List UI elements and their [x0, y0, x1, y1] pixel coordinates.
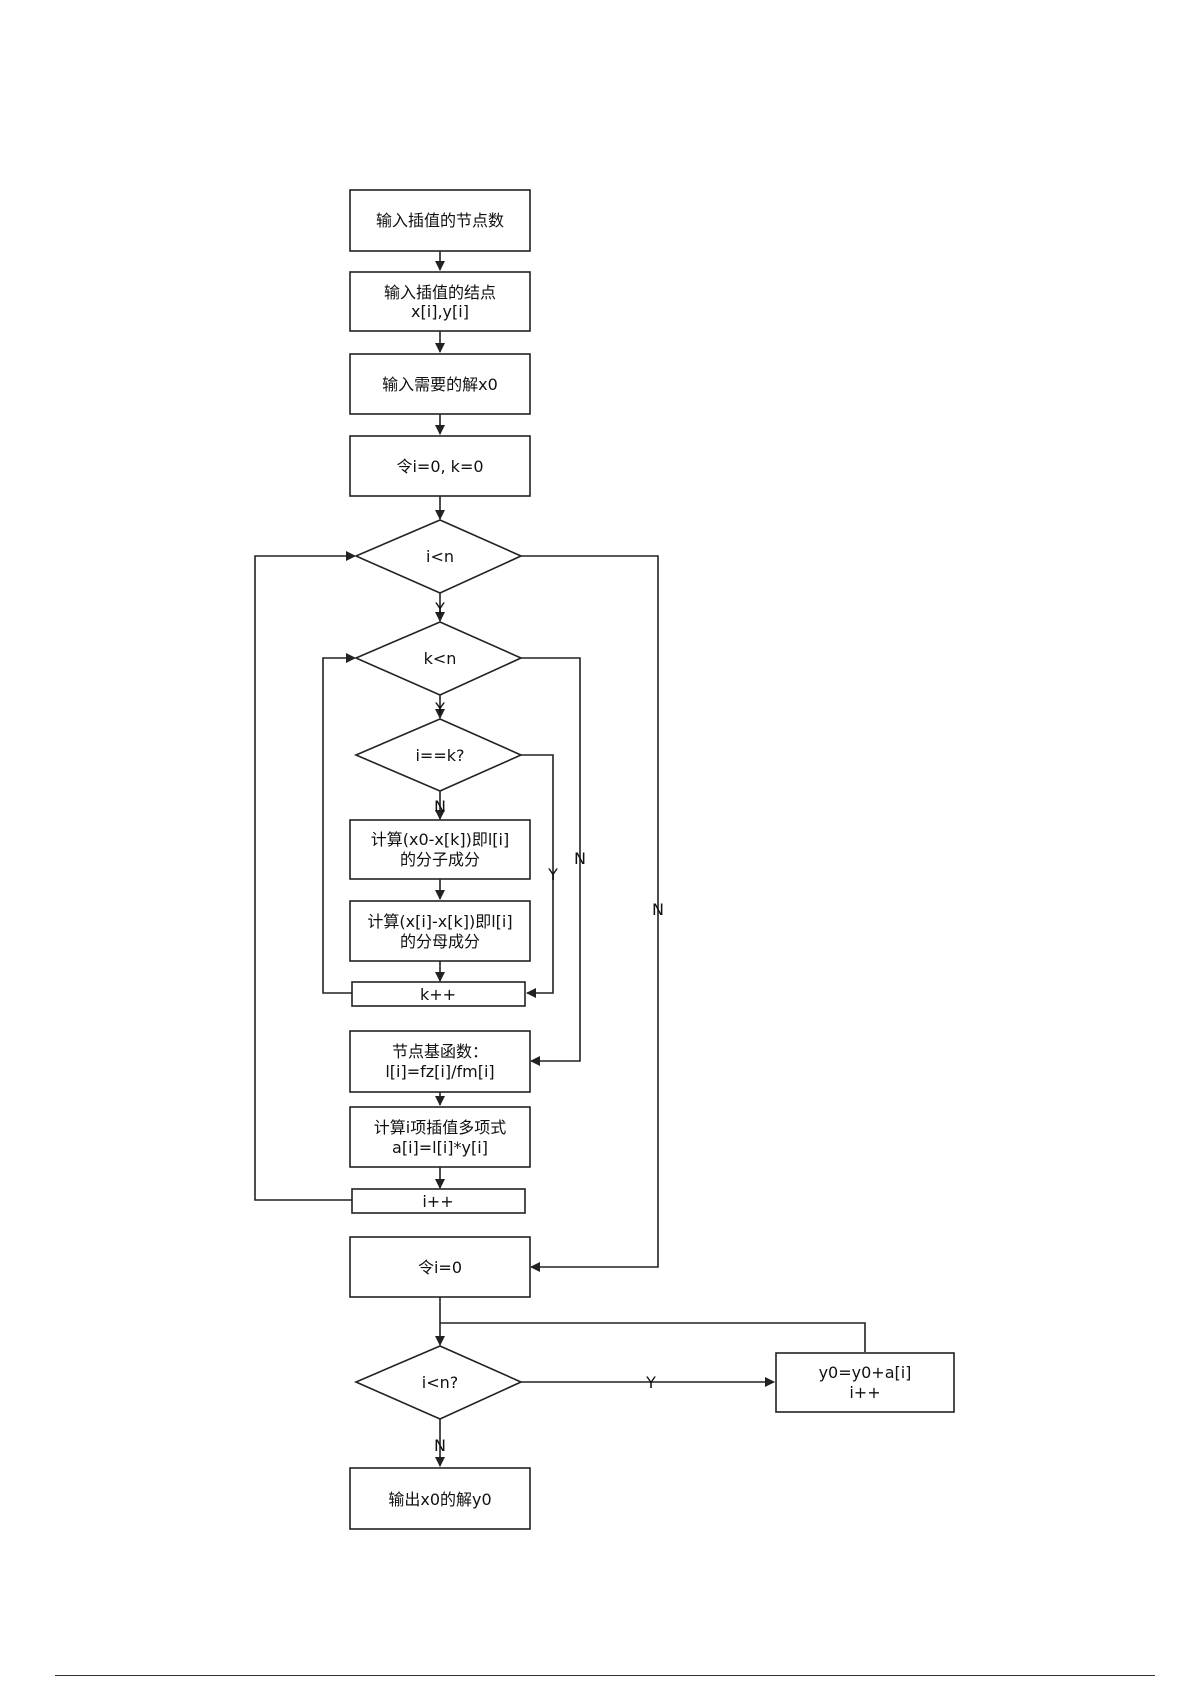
node-accumulate-line1: y0=y0+a[i] — [819, 1363, 912, 1382]
decision-i-lt-n-2: i<n? — [356, 1346, 521, 1419]
node-output: 输出x0的解y0 — [350, 1468, 530, 1529]
node-calc-denominator-line1: 计算(x[i]-x[k])即l[i] — [367, 912, 512, 931]
node-init-ik-label: 令i=0, k=0 — [396, 457, 483, 476]
edge-accumulate-loop-back — [440, 1323, 865, 1352]
node-basis-function: 节点基函数： l[i]=fz[i]/fm[i] — [350, 1031, 530, 1092]
label-i-lt-n-2-no: N — [434, 1436, 446, 1455]
node-reset-i: 令i=0 — [350, 1237, 530, 1297]
decision-k-lt-n: k<n — [356, 622, 521, 695]
decision-i-lt-n-label: i<n — [426, 547, 454, 566]
label-i-eq-k-yes: Y — [547, 865, 558, 884]
node-basis-function-line1: 节点基函数： — [392, 1042, 488, 1061]
node-calc-denominator-line2: 的分母成分 — [400, 932, 480, 951]
node-inc-i: i++ — [352, 1189, 525, 1213]
node-basis-function-line2: l[i]=fz[i]/fm[i] — [385, 1062, 494, 1081]
page-footer-rule — [55, 1675, 1155, 1676]
label-k-lt-n-no: N — [574, 849, 586, 868]
connectors — [255, 251, 865, 1466]
node-input-count-label: 输入插值的节点数 — [376, 211, 504, 230]
node-inc-k: k++ — [352, 982, 525, 1006]
node-input-x0-label: 输入需要的解x0 — [382, 375, 498, 394]
node-calc-numerator-line2: 的分子成分 — [400, 850, 480, 869]
node-output-label: 输出x0的解y0 — [388, 1490, 491, 1509]
node-input-nodes-line2: x[i],y[i] — [411, 302, 469, 321]
node-input-nodes: 输入插值的结点 x[i],y[i] — [350, 272, 530, 331]
label-i-lt-n-no: N — [652, 900, 664, 919]
node-calc-denominator: 计算(x[i]-x[k])即l[i] 的分母成分 — [350, 901, 530, 961]
node-inc-k-label: k++ — [420, 985, 456, 1004]
decision-i-eq-k-label: i==k? — [415, 746, 464, 765]
label-i-eq-k-no: N — [434, 797, 446, 816]
node-init-ik: 令i=0, k=0 — [350, 436, 530, 496]
node-calc-numerator: 计算(x0-x[k])即l[i] 的分子成分 — [350, 820, 530, 879]
decision-i-eq-k: i==k? — [356, 719, 521, 791]
label-k-lt-n-yes: Y — [434, 699, 445, 718]
label-i-lt-n-yes: Y — [434, 599, 445, 618]
node-calc-numerator-line1: 计算(x0-x[k])即l[i] — [371, 830, 510, 849]
node-calc-poly-term-line1: 计算i项插值多项式 — [374, 1118, 506, 1137]
edge-labels: Y Y N Y N N Y N — [434, 599, 664, 1455]
decision-k-lt-n-label: k<n — [424, 649, 457, 668]
node-accumulate-line2: i++ — [849, 1383, 880, 1402]
node-input-x0: 输入需要的解x0 — [350, 354, 530, 414]
decision-i-lt-n: i<n — [356, 520, 521, 593]
edge-cond-i-no — [521, 556, 658, 1267]
node-input-count: 输入插值的节点数 — [350, 190, 530, 251]
node-calc-poly-term-line2: a[i]=l[i]*y[i] — [392, 1138, 488, 1157]
node-calc-poly-term: 计算i项插值多项式 a[i]=l[i]*y[i] — [350, 1107, 530, 1167]
label-i-lt-n-2-yes: Y — [645, 1373, 656, 1392]
node-accumulate: y0=y0+a[i] i++ — [776, 1353, 954, 1412]
node-inc-i-label: i++ — [422, 1192, 453, 1211]
node-input-nodes-line1: 输入插值的结点 — [384, 283, 496, 302]
decision-i-lt-n-2-label: i<n? — [422, 1373, 458, 1392]
edge-inci-loop-back — [255, 556, 355, 1200]
node-reset-i-label: 令i=0 — [418, 1258, 462, 1277]
